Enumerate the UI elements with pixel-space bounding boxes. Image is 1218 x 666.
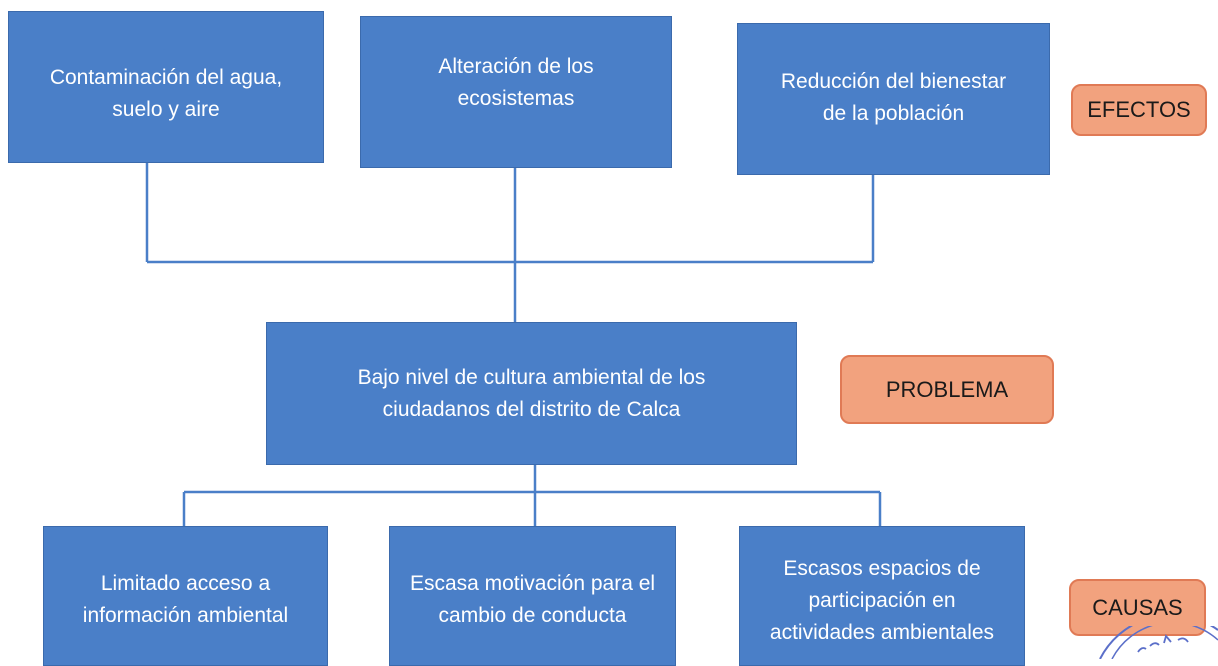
- cause-text-1: Limitado acceso a información ambiental: [82, 572, 289, 627]
- problem-text: Bajo nivel de cultura ambiental de los c…: [357, 365, 706, 421]
- label-causes: CAUSAS: [1069, 579, 1206, 636]
- effect-box-1: Contaminación del agua, suelo y aire: [8, 11, 324, 163]
- effect-text-3: Reducción del bienestar de la población: [780, 70, 1007, 125]
- effect-text-1: Contaminación del agua, suelo y aire: [49, 66, 283, 121]
- cause-box-1: Limitado acceso a información ambiental: [43, 526, 328, 666]
- cause-text-2: Escasa motivación para el cambio de cond…: [409, 572, 656, 627]
- label-effects: EFECTOS: [1071, 84, 1207, 136]
- seal-stamp: [1099, 626, 1218, 659]
- problem-box: Bajo nivel de cultura ambiental de los c…: [266, 322, 797, 465]
- effect-text-2: Alteración de los ecosistemas: [438, 55, 594, 110]
- label-problem: PROBLEMA: [840, 355, 1054, 424]
- cause-text-3: Escasos espacios de participación en act…: [769, 557, 995, 644]
- cause-box-2: Escasa motivación para el cambio de cond…: [389, 526, 676, 666]
- effect-box-3: Reducción del bienestar de la población: [737, 23, 1050, 175]
- effect-box-2: Alteración de los ecosistemas: [360, 16, 672, 168]
- cause-box-3: Escasos espacios de participación en act…: [739, 526, 1025, 666]
